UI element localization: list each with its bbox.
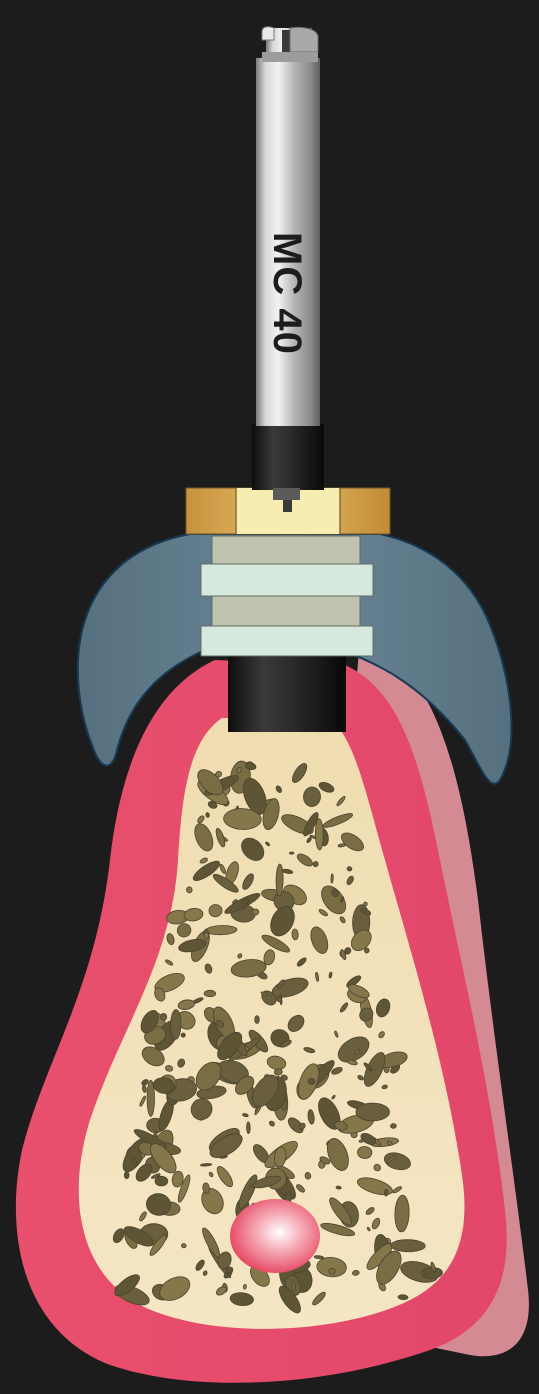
trabecula	[160, 1013, 167, 1020]
trabecula	[331, 874, 334, 883]
drill-lower-shaft	[228, 650, 346, 732]
nerve-canal	[230, 1199, 320, 1273]
collar-notch-slot	[283, 500, 292, 512]
trabecula	[347, 866, 353, 871]
trabecula	[252, 909, 259, 916]
trabecula	[255, 1016, 260, 1024]
shaft-latch	[262, 27, 318, 62]
trabecula	[204, 932, 209, 939]
trabecula	[226, 1267, 234, 1274]
trabecula	[336, 1186, 342, 1190]
trabecula	[390, 1124, 396, 1129]
thread-band-2	[201, 564, 373, 596]
collar-notch	[273, 488, 300, 500]
drill-collar-band	[252, 424, 324, 490]
trabecula	[356, 1103, 390, 1121]
trabecula	[398, 1295, 408, 1300]
trabecula	[170, 1009, 181, 1039]
thread-band-1	[212, 536, 360, 564]
shaft-label: MC 40	[265, 232, 309, 355]
trabecula	[390, 1239, 425, 1252]
thread-band-4	[201, 626, 373, 656]
trabecula	[243, 1284, 246, 1289]
trabecula	[307, 1078, 315, 1085]
thread-band-3	[212, 596, 360, 626]
trabecula	[204, 990, 216, 997]
trabecula	[289, 852, 293, 854]
trabecula	[357, 1146, 372, 1159]
trabecula	[315, 819, 323, 851]
trabecula	[276, 864, 284, 896]
trabecula	[384, 1189, 388, 1196]
trabecula	[246, 1122, 250, 1134]
trabecula	[124, 1172, 129, 1179]
trabecula	[155, 1176, 168, 1186]
